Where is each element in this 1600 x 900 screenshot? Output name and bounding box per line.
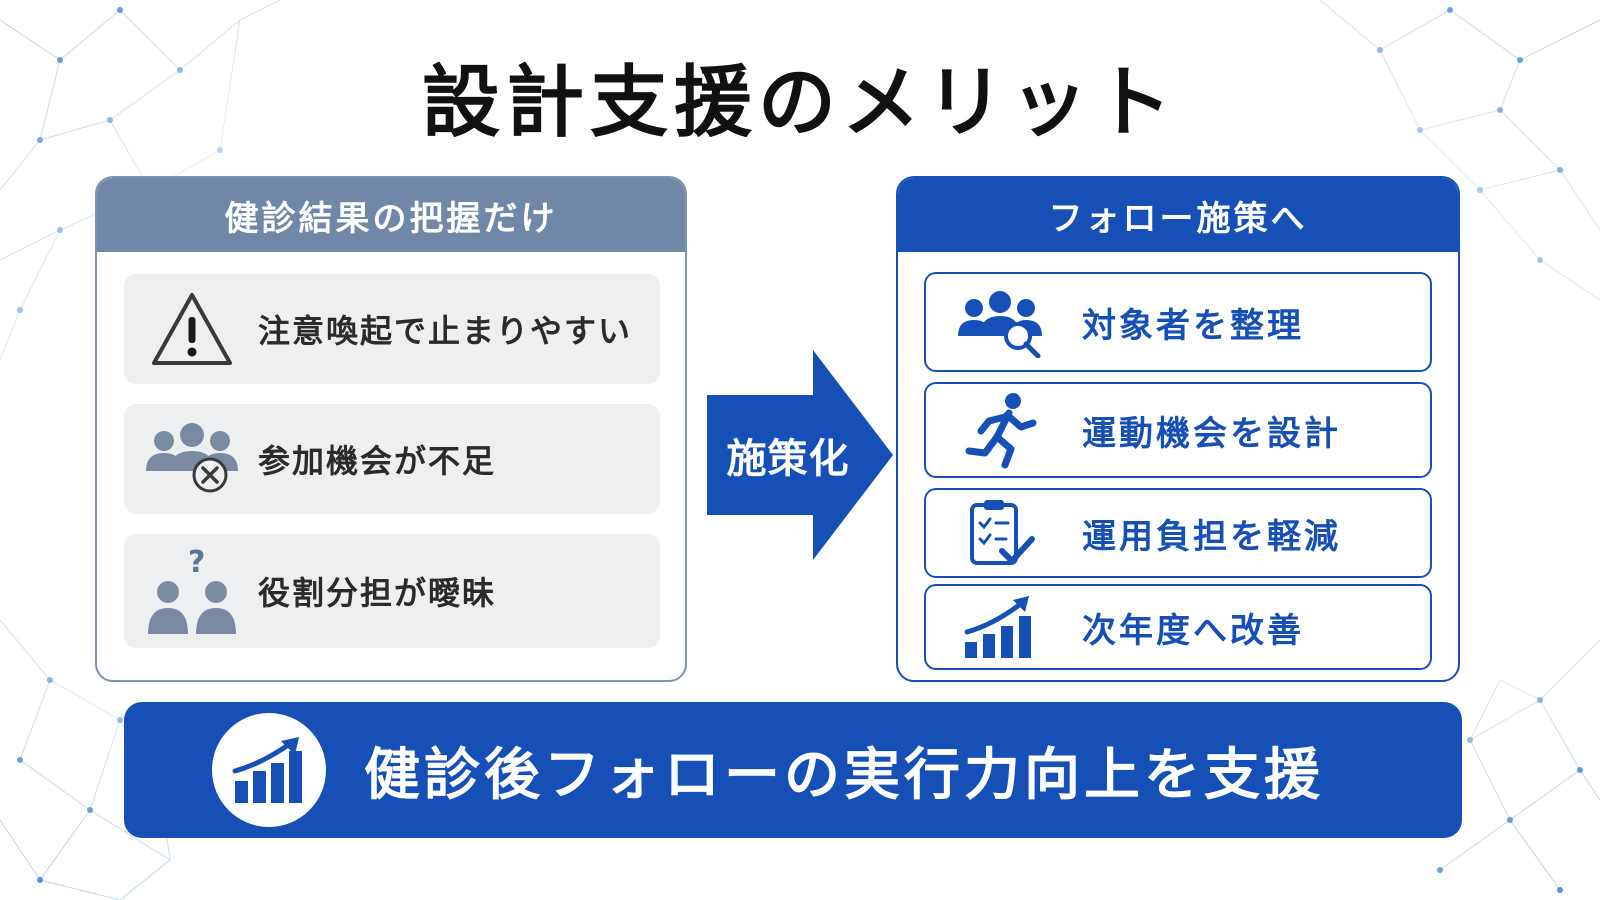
arrow-label: 施策化 [726, 436, 850, 482]
current-state-panel: 健診結果の把握だけ 注意喚起で止まりやすい 参加機会が不足 [95, 176, 687, 682]
transition-arrow: 施策化 [707, 350, 893, 560]
page-title: 設計支援のメリット [421, 58, 1178, 148]
left-item-label: 参加機会が不足 [258, 442, 497, 480]
right-item-label: 運動機会を設計 [1082, 413, 1341, 454]
people-question-icon: ? [144, 546, 240, 636]
right-item-targets: 対象者を整理 [924, 272, 1432, 372]
running-person-icon [956, 391, 1046, 469]
growth-chart-icon [956, 594, 1046, 660]
follow-up-panel: フォロー施策へ 対象者を整理 [896, 176, 1460, 682]
right-item-operations: 運用負担を軽減 [924, 488, 1432, 578]
group-cancel-icon [144, 419, 240, 499]
summary-text: 健診後フォローの実行力向上を支援 [364, 742, 1324, 808]
left-item-participation: 参加機会が不足 [124, 404, 660, 514]
current-state-header: 健診結果の把握だけ [97, 178, 685, 252]
right-item-label: 運用負担を軽減 [1082, 516, 1341, 557]
clipboard-check-icon [956, 497, 1046, 569]
left-item-label: 注意喚起で止まりやすい [258, 312, 633, 350]
left-item-warning: 注意喚起で止まりやすい [124, 274, 660, 384]
summary-banner: 健診後フォローの実行力向上を支援 [124, 702, 1462, 838]
arrow-shape [707, 350, 893, 560]
right-item-label: 対象者を整理 [1082, 305, 1304, 346]
right-item-improvement: 次年度へ改善 [924, 584, 1432, 670]
growth-chart-icon [212, 713, 326, 827]
warning-icon [144, 291, 240, 367]
follow-up-header: フォロー施策へ [898, 178, 1458, 252]
group-search-icon [956, 286, 1046, 358]
left-item-label: 役割分担が曖昧 [258, 574, 497, 612]
svg-text:?: ? [188, 546, 205, 580]
left-item-roles: ? 役割分担が曖昧 [124, 534, 660, 648]
right-item-label: 次年度へ改善 [1082, 610, 1304, 651]
right-item-exercise: 運動機会を設計 [924, 382, 1432, 478]
